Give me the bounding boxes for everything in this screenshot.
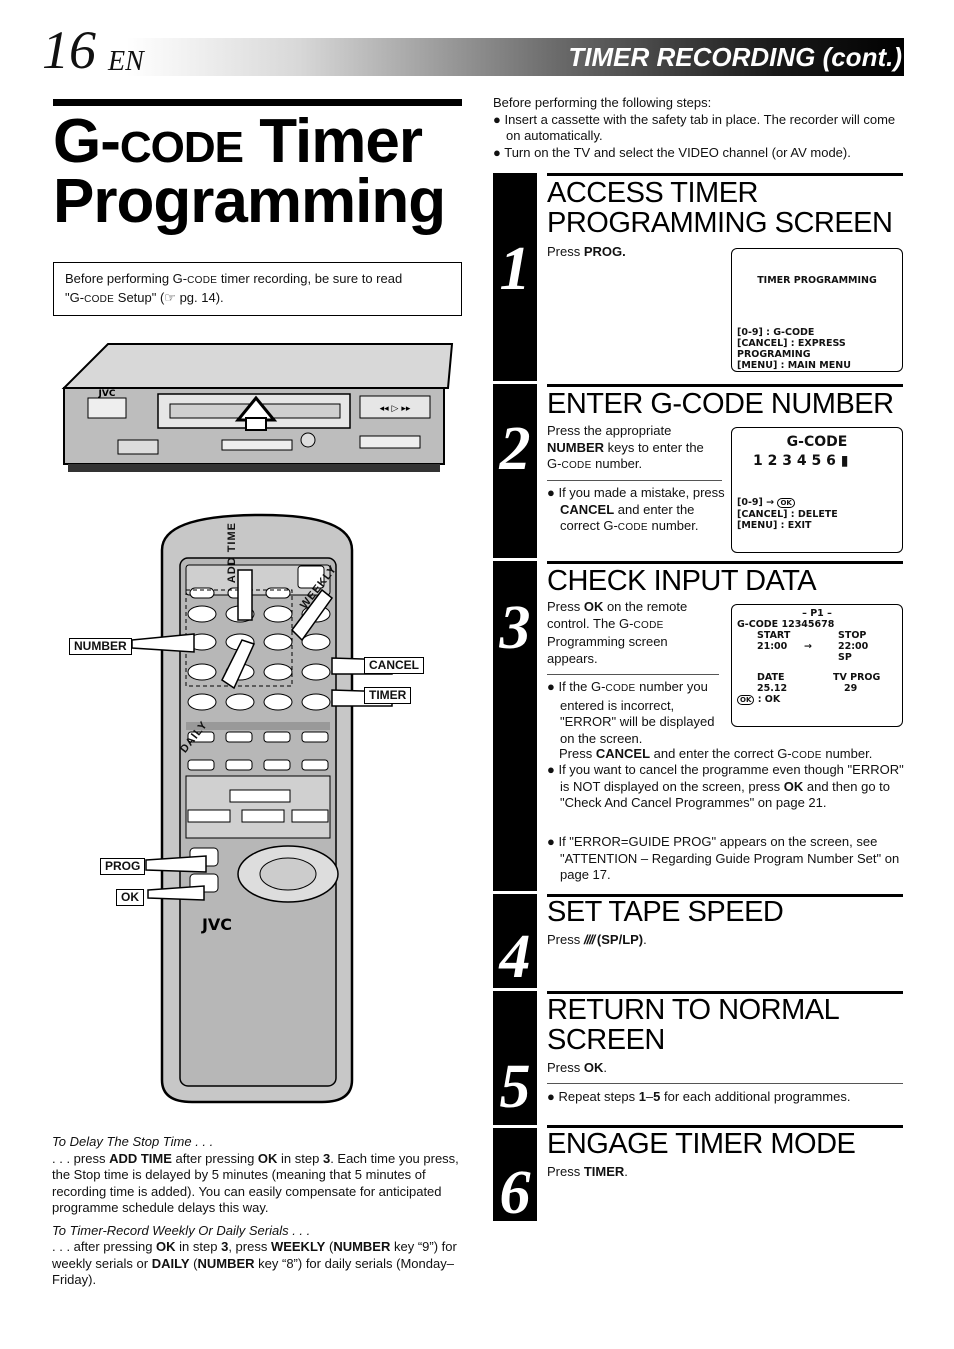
intro-lead: Before performing the following steps:	[493, 95, 712, 110]
step-3-divider	[547, 674, 719, 675]
tips-block: To Delay The Stop Time . . . . . . press…	[52, 1134, 462, 1289]
add-time-label: ADD TIME	[226, 522, 238, 584]
ok-icon: OK	[777, 498, 795, 508]
step-5-divider	[547, 1083, 903, 1084]
intro-bullet: ● Turn on the TV and select the VIDEO ch…	[493, 144, 851, 160]
step-3-number: 3	[499, 594, 531, 662]
prog-label: PROG	[100, 858, 146, 875]
tip-heading-delay: To Delay The Stop Time . . .	[52, 1134, 214, 1149]
language-code: EN	[108, 46, 144, 77]
step-2-bar	[493, 384, 537, 558]
page-title-line1: G-CODE Timer	[53, 107, 423, 176]
arrow-right-icon: →	[804, 641, 812, 652]
page-number: 16	[42, 20, 96, 80]
step-4-number: 4	[499, 923, 531, 991]
remote-illustration: JVC	[131, 513, 393, 1104]
osd-g-code-entry: G-CODE 1 2 3 4 5 6 ▮ [0-9] → OK [CANCEL]…	[731, 427, 903, 553]
header-band	[40, 38, 904, 76]
vcr-brand-logo: JVC	[98, 389, 116, 399]
number-label: NUMBER	[69, 638, 132, 655]
step-3-bullet-1-cont: Press CANCEL and enter the correct G-COD…	[559, 746, 873, 761]
step-6-text: Press TIMER.	[547, 1164, 628, 1179]
step-1-bar	[493, 173, 537, 381]
section-title: TIMER RECORDING (cont.)	[568, 42, 902, 72]
page-title-line2: Programming	[53, 167, 446, 236]
step-2-divider	[547, 480, 722, 481]
step-2-heading: ENTER G-CODE NUMBER	[547, 388, 894, 420]
step-4-text: Press //// (SP/LP).	[547, 932, 647, 947]
sp-lp-icon: ////	[583, 932, 597, 947]
step-4-bar	[493, 894, 537, 988]
note-box: Before performing G-CODE timer recording…	[53, 262, 462, 316]
step-5-rule	[547, 991, 903, 994]
cancel-label: CANCEL	[364, 657, 424, 674]
step-2-bullet: ● If you made a mistake, press CANCEL an…	[547, 485, 725, 533]
step-3-rule	[547, 561, 903, 564]
remote-brand-logo: JVC	[201, 915, 232, 934]
ok-icon: OK	[737, 695, 755, 705]
tip-heading-serials: To Timer-Record Weekly Or Daily Serials …	[52, 1222, 311, 1238]
vcr-illustration: ◂◂ ▷ ▸▸ JVC	[61, 343, 454, 472]
step-3-heading: CHECK INPUT DATA	[547, 565, 817, 597]
step-1-number: 1	[499, 235, 531, 303]
step-6-heading: ENGAGE TIMER MODE	[547, 1128, 856, 1160]
intro-block: Before performing the following steps: ●…	[493, 95, 913, 161]
tip-delay-text: . . . press ADD TIME after pressing OK i…	[52, 1150, 459, 1216]
step-5-bar	[493, 991, 537, 1125]
osd-timer-programming: TIMER PROGRAMMING [0-9] : G-CODE [CANCEL…	[731, 248, 903, 372]
step-5-bullet: ● Repeat steps 1–5 for each additional p…	[547, 1089, 851, 1104]
step-3-bullet-2: ● If you want to cancel the programme ev…	[547, 762, 904, 810]
ok-label: OK	[116, 889, 144, 906]
step-5-text: Press OK.	[547, 1060, 607, 1075]
step-6-bar	[493, 1128, 537, 1221]
tip-serials-text: . . . after pressing OK in step 3, press…	[52, 1239, 457, 1287]
step-4-heading: SET TAPE SPEED	[547, 896, 784, 928]
step-5-number: 5	[499, 1053, 531, 1121]
step-1-rule	[547, 173, 903, 176]
step-3-bullet-3: ● If "ERROR=GUIDE PROG" appears on the s…	[547, 834, 900, 882]
step-3-text: Press OK on the remote control. The G-CO…	[547, 599, 688, 666]
step-2-rule	[547, 384, 903, 387]
step-6-number: 6	[499, 1159, 531, 1227]
svg-text:◂◂ ▷ ▸▸: ◂◂ ▷ ▸▸	[380, 404, 411, 414]
step-3-bullet-1: ● If the G-CODE number you entered is in…	[547, 679, 715, 746]
step-3-bar	[493, 561, 537, 891]
step-6-rule	[547, 1125, 903, 1128]
title-rule	[53, 99, 462, 106]
step-2-number: 2	[499, 415, 531, 483]
step-4-rule	[547, 894, 903, 897]
timer-label: TIMER	[364, 687, 412, 704]
intro-bullet: ● Insert a cassette with the safety tab …	[493, 111, 896, 144]
step-1-text: Press PROG.	[547, 244, 626, 259]
pointing-hand-icon: ☞	[164, 290, 176, 305]
cursor-block-icon: ▮	[840, 453, 849, 469]
